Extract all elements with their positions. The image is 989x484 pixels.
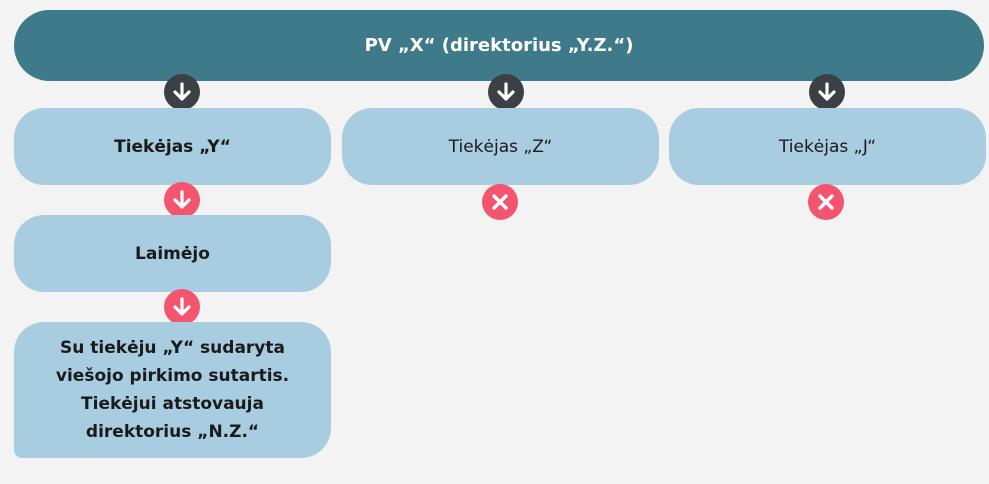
supplier-j-label: Tiekėjas „J“ [778,136,877,157]
x-icon [482,184,518,220]
arrow-down-icon [488,74,524,110]
supplier-y-label: Tiekėjas „Y“ [114,136,231,157]
arrow-down-icon [809,74,845,110]
contract-line: direktorius „N.Z.“ [85,422,260,442]
won-label: Laimėjo [135,243,210,264]
contract-line: viešojo pirkimo sutartis. [55,366,290,386]
buyer-node: PV „X“ (direktorius „Y.Z.“) [14,10,984,81]
arrow-down-icon [164,182,200,218]
supplier-z-node: Tiekėjas „Z“ [342,108,659,185]
supplier-j-node: Tiekėjas „J“ [669,108,986,185]
arrow-down-icon [164,74,200,110]
arrow-down-icon [164,289,200,325]
contract-line: Tiekėjui atstovauja [81,394,264,414]
buyer-label: PV „X“ (direktorius „Y.Z.“) [364,35,634,56]
supplier-z-label: Tiekėjas „Z“ [448,136,553,157]
won-node: Laimėjo [14,215,331,292]
contract-text: Su tiekėju „Y“ sudaryta viešojo pirkimo … [56,334,289,446]
supplier-y-node: Tiekėjas „Y“ [14,108,331,185]
contract-node: Su tiekėju „Y“ sudaryta viešojo pirkimo … [14,322,331,458]
contract-line: Su tiekėju „Y“ sudaryta [60,338,285,358]
x-icon [808,184,844,220]
